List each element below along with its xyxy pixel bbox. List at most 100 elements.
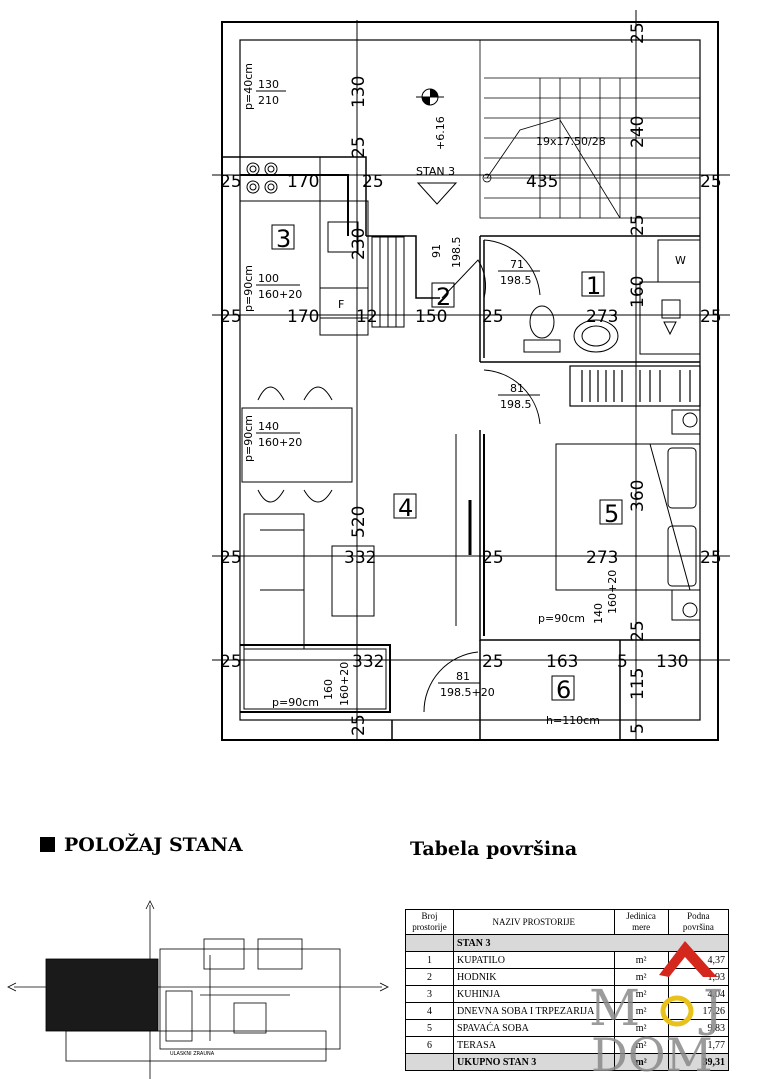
svg-text:150: 150 <box>415 307 447 327</box>
area-table: Broj prostorije NAZIV PROSTORIJE Jedinic… <box>404 909 730 1071</box>
svg-text:25: 25 <box>482 652 504 672</box>
level-mark <box>416 88 444 106</box>
svg-text:520: 520 <box>349 506 369 538</box>
svg-text:81: 81 <box>456 670 470 683</box>
svg-text:25: 25 <box>628 620 648 642</box>
svg-text:198.5: 198.5 <box>500 398 532 411</box>
door-swings <box>423 239 541 713</box>
window-annotations: p=40cm 130 210 p=90cm 100 160+20 p=90cm … <box>242 63 619 709</box>
entrance-triangle <box>416 182 458 205</box>
area-table-heading: Tabela površina <box>410 838 578 860</box>
svg-text:p=90cm: p=90cm <box>242 265 255 312</box>
svg-text:p=90cm: p=90cm <box>272 696 319 709</box>
room-1: 1 <box>586 272 601 300</box>
svg-text:163: 163 <box>546 652 578 672</box>
header-unit: Jedinica mere <box>613 909 669 935</box>
header-area: Podna površina <box>667 909 730 935</box>
svg-text:273: 273 <box>586 307 618 327</box>
svg-text:25: 25 <box>220 652 242 672</box>
svg-text:25: 25 <box>482 307 504 327</box>
svg-text:170: 170 <box>287 307 319 327</box>
moj-dom-logo: M J DOM <box>589 941 723 1075</box>
svg-text:5: 5 <box>617 652 628 672</box>
svg-text:DOM: DOM <box>591 1028 713 1075</box>
svg-text:140: 140 <box>592 603 605 624</box>
hall-wardrobe <box>371 236 405 328</box>
sofa <box>243 513 387 710</box>
minimap-caption: ULASKNI ZRAUNA <box>170 1051 215 1057</box>
svg-text:160: 160 <box>322 679 335 700</box>
svg-text:160+20: 160+20 <box>606 570 619 614</box>
room-3: 3 <box>276 225 291 253</box>
room-5: 5 <box>604 500 619 528</box>
svg-text:25: 25 <box>362 172 384 192</box>
header-name: NAZIV PROSTORIJE <box>453 909 615 935</box>
svg-text:273: 273 <box>586 548 618 568</box>
svg-text:81: 81 <box>510 382 524 395</box>
svg-text:160: 160 <box>628 276 648 308</box>
svg-text:230: 230 <box>349 228 369 260</box>
room-labels: 3 2 1 4 5 6 <box>271 224 623 704</box>
svg-text:130: 130 <box>258 78 279 91</box>
svg-text:360: 360 <box>628 480 648 512</box>
svg-text:25: 25 <box>628 214 648 236</box>
svg-text:25: 25 <box>220 548 242 568</box>
floor-plan: 19x17.50/28 +6.16 STAN 3 F W <box>212 10 730 741</box>
svg-text:160+20: 160+20 <box>258 288 302 301</box>
svg-text:71: 71 <box>510 258 524 271</box>
svg-text:12: 12 <box>356 307 378 327</box>
svg-text:140: 140 <box>258 420 279 433</box>
svg-text:210: 210 <box>258 94 279 107</box>
svg-text:5: 5 <box>628 723 648 734</box>
svg-text:115: 115 <box>628 668 648 700</box>
svg-text:130: 130 <box>349 76 369 108</box>
svg-text:25: 25 <box>349 136 369 158</box>
dining-set <box>241 386 353 503</box>
bathroom-fixtures <box>523 239 701 355</box>
svg-text:M: M <box>589 979 640 1037</box>
svg-text:p=90cm: p=90cm <box>242 415 255 462</box>
dimension-lines <box>212 10 730 740</box>
stair-note: 19x17.50/28 <box>536 135 606 148</box>
bedroom-wardrobe <box>569 365 701 407</box>
svg-text:198.5: 198.5 <box>500 274 532 287</box>
svg-text:100: 100 <box>258 272 279 285</box>
bed <box>555 409 701 621</box>
svg-text:198.5+20: 198.5+20 <box>440 686 495 699</box>
svg-text:25: 25 <box>700 172 722 192</box>
svg-text:130: 130 <box>656 652 688 672</box>
svg-text:25: 25 <box>628 22 648 44</box>
header-no: Broj prostorije <box>404 909 455 935</box>
svg-text:332: 332 <box>352 652 384 672</box>
building-position-map: ULASKNI ZRAUNA <box>7 900 389 1079</box>
room-6: 6 <box>556 676 571 704</box>
appliance-fridge: F <box>338 298 344 311</box>
svg-text:240: 240 <box>628 116 648 148</box>
square-icon <box>40 837 55 852</box>
unit-name: STAN 3 <box>416 165 455 178</box>
position-heading: POLOŽAJ STANA <box>40 834 243 856</box>
walls <box>221 21 719 741</box>
svg-text:91: 91 <box>430 244 443 258</box>
svg-text:25: 25 <box>700 307 722 327</box>
svg-text:198.5: 198.5 <box>450 237 463 269</box>
svg-text:h=110cm: h=110cm <box>546 714 600 727</box>
svg-text:435: 435 <box>526 172 558 192</box>
dimension-labels: 25 170 25 435 25 25 170 12 150 25 273 25… <box>220 22 722 736</box>
svg-text:p=90cm: p=90cm <box>538 612 585 625</box>
svg-text:332: 332 <box>344 548 376 568</box>
svg-text:160+20: 160+20 <box>338 662 351 706</box>
room-2: 2 <box>436 283 451 311</box>
svg-text:25: 25 <box>700 548 722 568</box>
svg-text:25: 25 <box>220 172 242 192</box>
svg-text:25: 25 <box>482 548 504 568</box>
svg-text:p=40cm: p=40cm <box>242 63 255 110</box>
staircase <box>479 39 701 219</box>
level-value: +6.16 <box>434 116 447 150</box>
svg-text:170: 170 <box>287 172 319 192</box>
door-annotations: 91 198.5 71 198.5 81 198.5 81 198.5+20 h… <box>430 237 600 728</box>
appliance-washer: W <box>675 254 686 267</box>
svg-text:J: J <box>698 979 723 1037</box>
svg-text:25: 25 <box>220 307 242 327</box>
